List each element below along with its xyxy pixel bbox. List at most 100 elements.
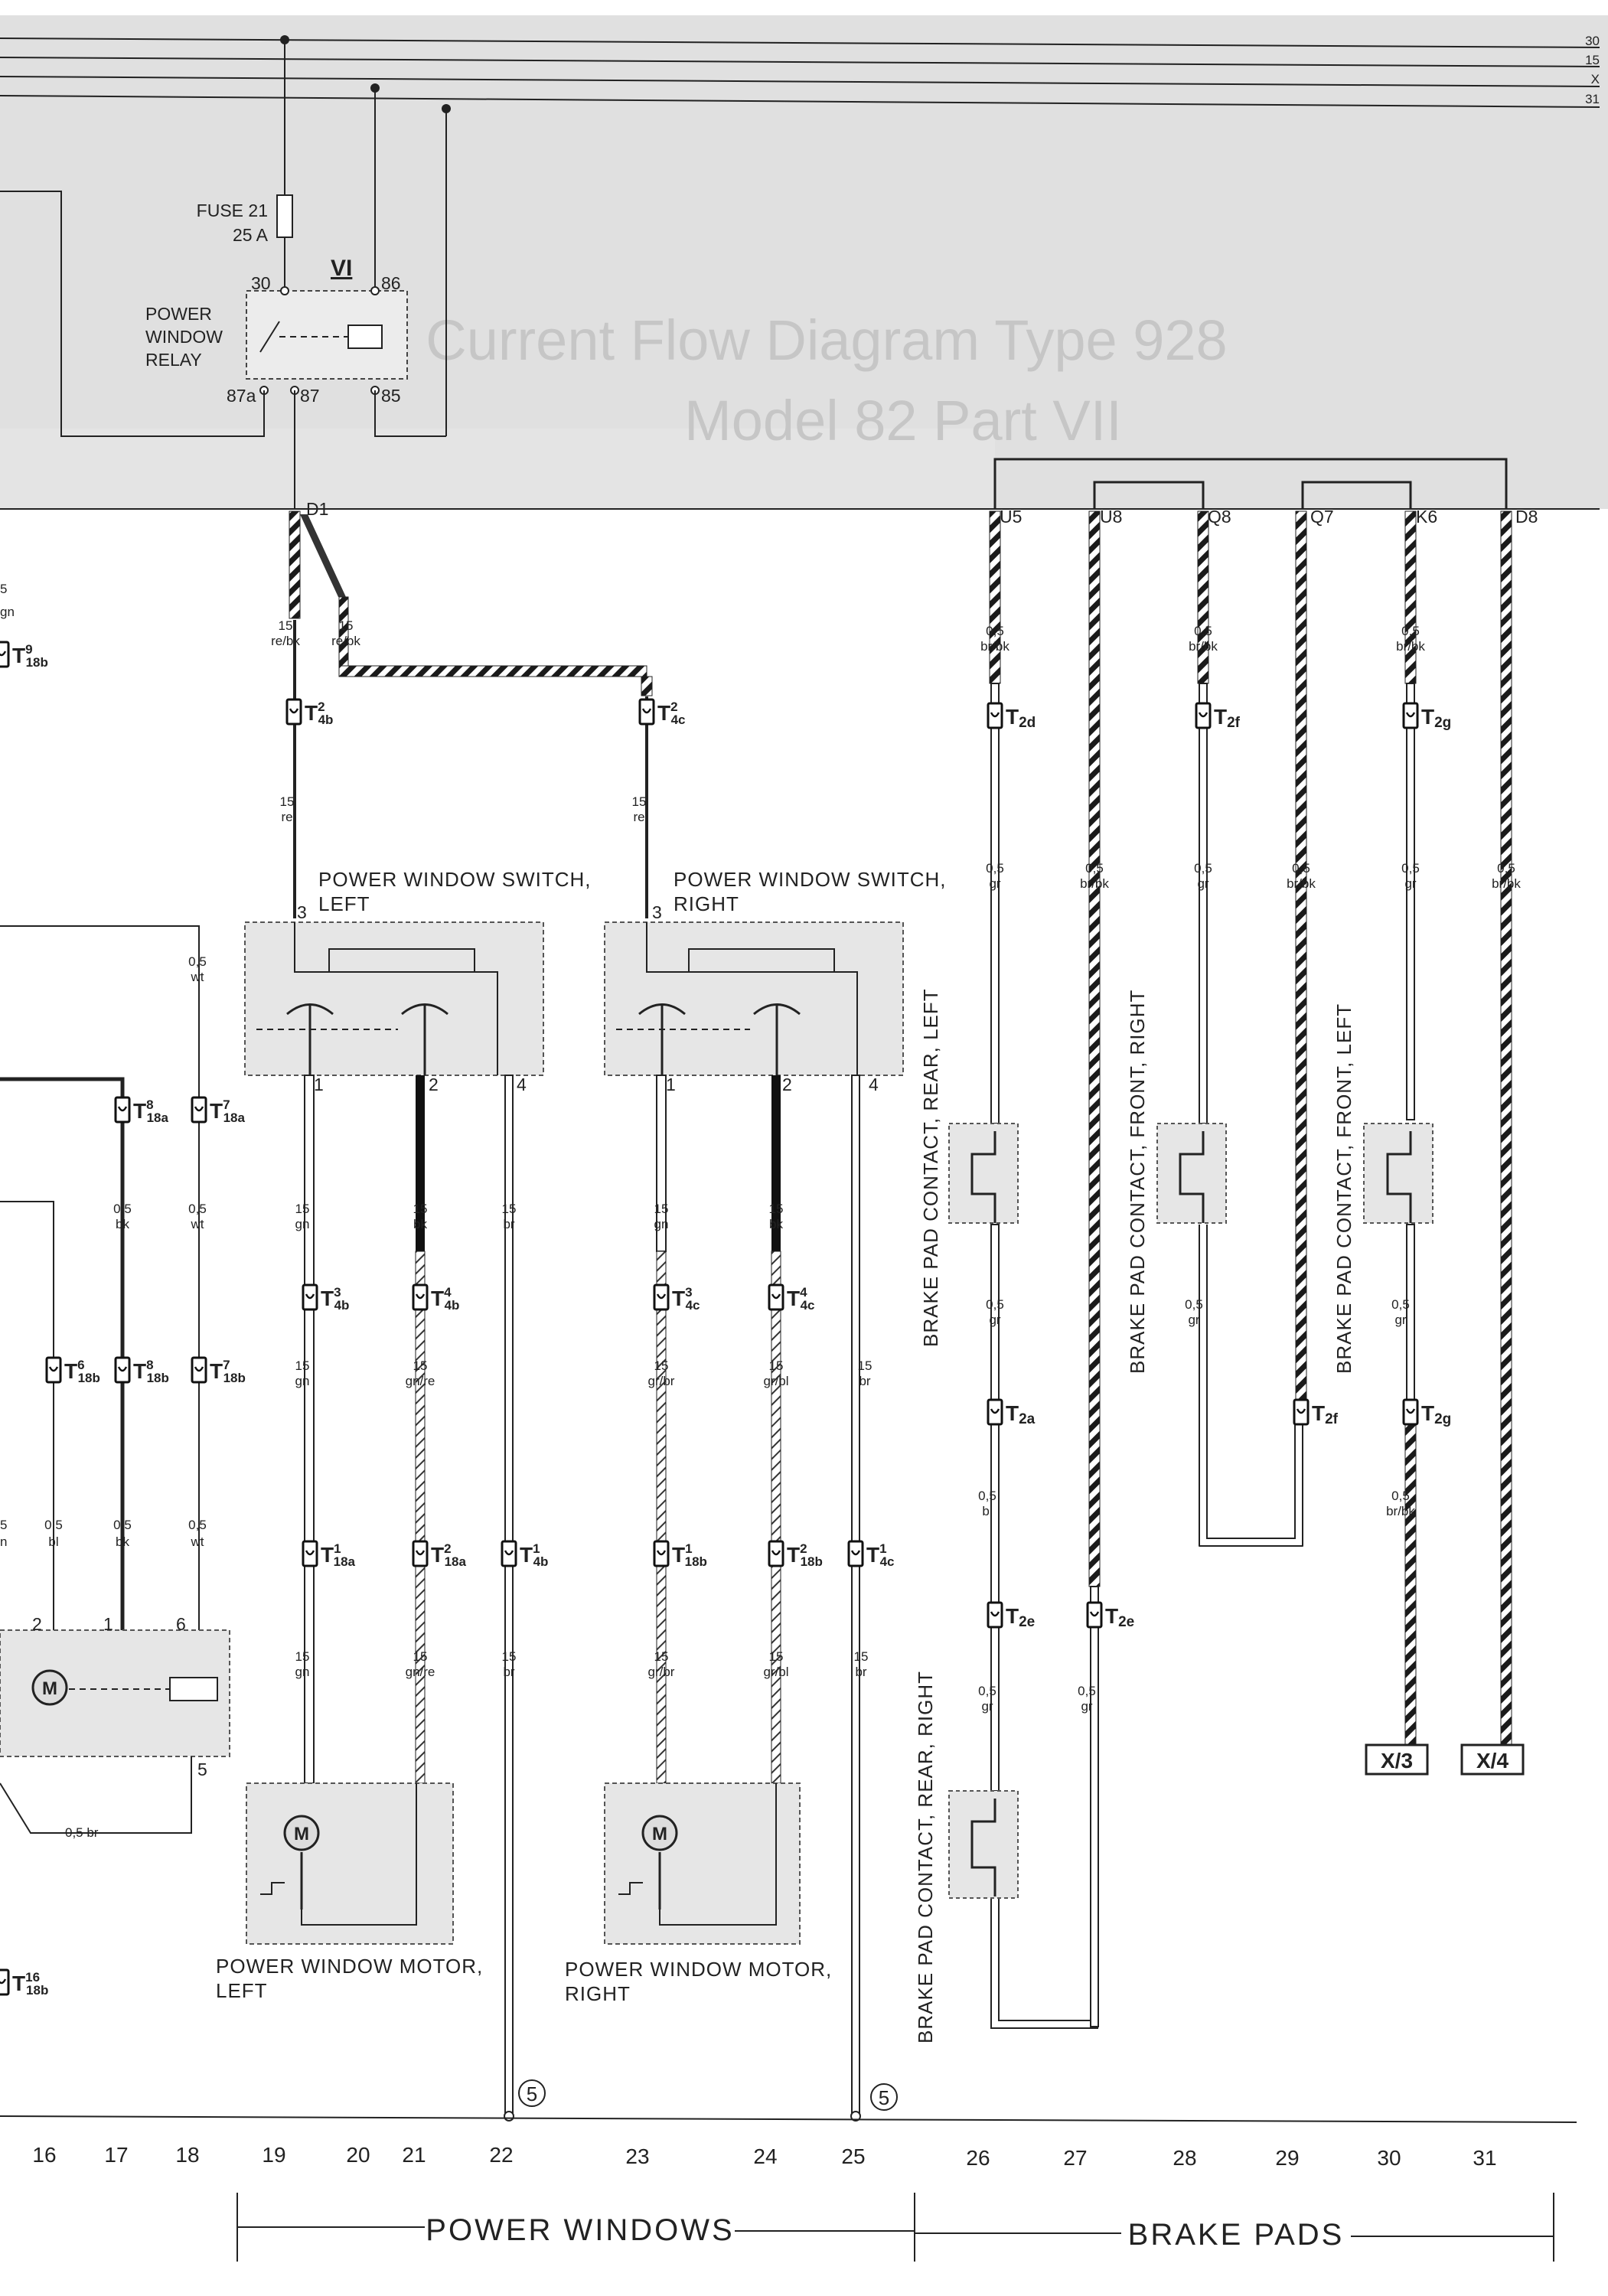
wire-label-gr-26e-a: 0,5 <box>978 1684 996 1698</box>
wire-label-br-25b-b: br <box>859 1374 870 1388</box>
wire-label-bk-21a-a: 15 <box>413 1202 428 1216</box>
wire-label-gn-23a-b: gn <box>654 1217 669 1231</box>
wire-label-br-bk-26a-a: 0,5 <box>986 624 1004 638</box>
bus-label-15: 15 <box>1585 53 1600 67</box>
wire-label-gr-br-23c-b: gr/br <box>648 1665 675 1679</box>
power-window-motor-right: M POWER WINDOW MOTOR, RIGHT <box>565 1782 832 2005</box>
wire-label-br-bk-29a-a: 0,5 <box>1292 861 1310 876</box>
d1-feed-wires: 15 re/bk 15 re/bk 15 re 15 re <box>271 510 653 918</box>
diagram-title-line2: Model 82 Part VII <box>684 389 1122 452</box>
wire-label-bk-17b-b: bk <box>116 1534 129 1549</box>
connection-point-q8: Q8 <box>1208 507 1231 527</box>
fuse-rating: 25 A <box>233 225 269 245</box>
tc-t2e-label: T2e <box>1006 1604 1035 1630</box>
left-unit-pin-5: 5 <box>197 1760 207 1779</box>
ground-marker-left: 5 <box>527 2082 537 2105</box>
column-17: 17 <box>104 2143 128 2167</box>
wire-label-gn-frag-b: gn <box>0 605 15 619</box>
switch-left-label-line1: POWER WINDOW SWITCH, <box>318 868 592 891</box>
column-25: 25 <box>841 2144 865 2168</box>
tc-t2f-b-label: T2f <box>1312 1401 1339 1427</box>
wire-label-gr-30b-b: gr <box>1404 876 1416 891</box>
wire-label-br-bk-30d-b: br/bk <box>1386 1504 1415 1518</box>
wire-label-bk-17a-a: 0,5 <box>113 1202 132 1216</box>
wire-label-n-frag-a: 5 <box>0 1518 7 1532</box>
tc-t2f-b: T2f <box>1293 1398 1339 1427</box>
wire-label-gr-26e-b: gr <box>981 1699 993 1714</box>
tc-t2f: T2f <box>1195 702 1241 731</box>
wire-label-gr-bl-24b-a: 15 <box>769 1358 784 1373</box>
tc-t2g-label: T2g <box>1421 705 1451 731</box>
column-24: 24 <box>753 2144 777 2168</box>
multi-pin-connectors: X/3 X/4 <box>1365 1743 1525 1776</box>
switch-left-pin-4: 4 <box>517 1075 527 1094</box>
power-window-motor-left: M POWER WINDOW MOTOR, LEFT <box>216 1782 483 2002</box>
wire-label-bk-24a-a: 15 <box>769 1202 784 1216</box>
wire-label-n-frag-b: n <box>0 1534 7 1549</box>
column-18: 18 <box>175 2143 199 2167</box>
wire-label-re-bk-2-b: re/bk <box>331 634 360 648</box>
wire-label-br-22c-b: br <box>503 1665 514 1679</box>
wire-label-re-bk-1-a: 15 <box>279 618 293 633</box>
wire-label-br-bk-31a-b: br/bk <box>1492 876 1521 891</box>
column-22: 22 <box>489 2143 513 2167</box>
wire-label-bk-24a-b: bk <box>769 1217 783 1231</box>
connector-x3-box <box>1365 1743 1429 1776</box>
wire-label-gr-bl-24c-b: gr/bl <box>763 1665 788 1679</box>
wire-label-gn-frag-a: 5 <box>0 582 7 596</box>
motor-right-label-line1: POWER WINDOW MOTOR, <box>565 1958 832 1981</box>
connection-points: D1 U5 U8 Q8 Q7 K6 D8 <box>306 499 1538 527</box>
wire-label-br-bk-30a-a: 0,5 <box>1401 624 1420 638</box>
wire-label-wt-18c-b: wt <box>191 1534 204 1549</box>
brake-contact-front-right-box <box>1156 1123 1227 1224</box>
column-28: 28 <box>1173 2146 1196 2170</box>
wire-label-gn-19a-a: 15 <box>295 1202 310 1216</box>
wire-label-br-bk-28a-a: 0,5 <box>1194 624 1212 638</box>
motor-left-label-line1: POWER WINDOW MOTOR, <box>216 1955 483 1978</box>
switch-output-wires <box>304 1075 861 2122</box>
wire-label-gn-19b-b: gn <box>295 1374 310 1388</box>
tc-t2e-b-label: T2e <box>1105 1604 1134 1630</box>
wire-label-gn-re-21b-a: 15 <box>413 1358 428 1373</box>
wire-label-gn-23a-a: 15 <box>654 1202 669 1216</box>
column-numbers: 16 17 18 19 20 21 22 23 24 25 26 27 28 2… <box>32 2143 1496 2170</box>
wire-label-wt-18a-a: 0,5 <box>188 954 207 969</box>
wire-label-gn-19c-b: gn <box>295 1665 310 1679</box>
switch-right-pin-2: 2 <box>782 1075 792 1094</box>
diagram-title-line1: Current Flow Diagram Type 928 <box>426 308 1227 372</box>
wire-label-re-bk-1-b: re/bk <box>271 634 300 648</box>
wire-label-re-left-a: 15 <box>280 794 295 809</box>
bus-label-31: 31 <box>1585 92 1600 106</box>
column-16: 16 <box>32 2143 56 2167</box>
left-unit-pin-1: 1 <box>103 1614 113 1634</box>
wire-label-gr-bl-24c-a: 15 <box>769 1649 784 1664</box>
wire-label-bk-17b-a: 0,5 <box>113 1518 132 1532</box>
wire-label-wt-18b-b: wt <box>191 1217 204 1231</box>
ground-marker-right: 5 <box>879 2086 889 2109</box>
wire-label-gr-27e-a: 0,5 <box>1078 1684 1096 1698</box>
column-30: 30 <box>1377 2146 1401 2170</box>
connection-point-u5: U5 <box>1000 507 1022 527</box>
connection-point-u8: U8 <box>1100 507 1122 527</box>
column-26: 26 <box>966 2146 990 2170</box>
column-31: 31 <box>1473 2146 1496 2170</box>
wire-label-bl-16-a: 0,5 <box>44 1518 63 1532</box>
connection-point-k6: K6 <box>1416 507 1437 527</box>
relay-name-line1: POWER <box>145 304 212 324</box>
connector-x3-label: X/3 <box>1381 1749 1413 1773</box>
section-power-windows: POWER WINDOWS <box>426 2213 734 2247</box>
wire-label-gr-28b-a: 0,5 <box>1194 861 1212 876</box>
wire-label-br-loop: 0,5 br <box>65 1825 99 1840</box>
bus-label-x: X <box>1591 72 1600 86</box>
section-ruler: POWER WINDOWS BRAKE PADS <box>236 2193 1554 2262</box>
wire-label-gn-19a-b: gn <box>295 1217 310 1231</box>
